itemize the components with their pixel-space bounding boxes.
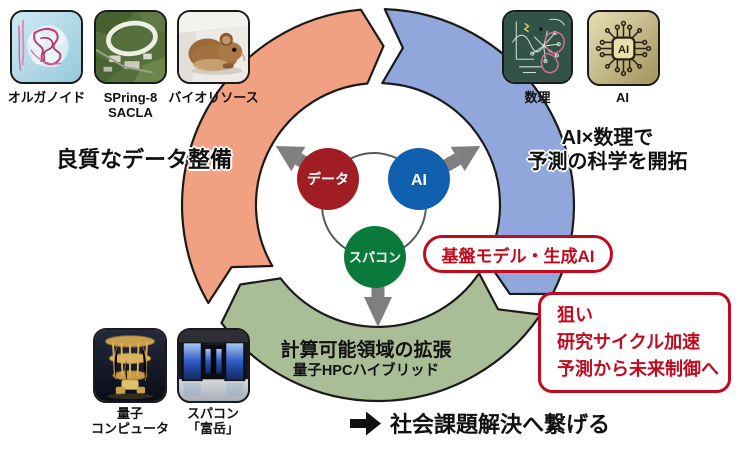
caption-spring8: SPring-8 SACLA	[86, 90, 175, 121]
caption-organoid: オルガノイド	[7, 90, 86, 105]
headline-ai-math-line1: AI×数理で	[561, 127, 654, 149]
conclusion: 社会課題解決へ繋げる	[350, 407, 610, 439]
caption-fugaku: スパコン 「富岳」	[165, 406, 261, 437]
arrow-upleft-icon	[275, 146, 306, 172]
hub-circle-hpc	[344, 226, 406, 288]
headline-quantum-hpc-hybrid: 量子HPCハイブリッド	[292, 363, 440, 379]
fugaku-art	[179, 330, 248, 401]
fugaku-image	[177, 328, 250, 403]
conclusion-text: 社会課題解決へ繋げる	[390, 412, 611, 437]
foundation-model-pill: 基盤モデル・生成AI	[423, 235, 613, 273]
caption-spring8-line2: SACLA	[108, 105, 153, 121]
arc-green-segment	[220, 272, 542, 403]
math-image	[502, 10, 573, 84]
hub-label-ai: AI	[411, 172, 427, 189]
organoid-art	[12, 12, 81, 82]
caption-ai: AI	[616, 90, 629, 105]
hub-label-hpc: スパコン	[349, 250, 401, 265]
headline-ai-math-line2: 予測の科学を開拓	[527, 151, 688, 173]
quantum-computer-image	[93, 328, 167, 403]
arrow-down-icon	[364, 297, 392, 327]
ai-chip-icon: AI	[589, 12, 658, 84]
headline-computable-domain: 計算可能領域の拡張	[280, 340, 452, 361]
bioresource-image	[177, 10, 250, 84]
caption-fugaku-line2: 「富岳」	[186, 421, 239, 437]
spring8-image	[94, 10, 167, 84]
arrow-upright-icon	[450, 146, 481, 172]
chalkboard-art	[504, 12, 571, 82]
caption-spring8-line1: SPring-8	[103, 90, 158, 105]
hub-circle-data	[297, 148, 359, 210]
caption-fugaku-line1: スパコン	[186, 406, 239, 421]
aim-box: 狙い 研究サイクル加速 予測から未来制御へ	[538, 292, 731, 393]
hub-circle-ai	[388, 148, 450, 210]
black-right-arrow-icon	[350, 411, 381, 435]
quantum-art	[95, 330, 165, 401]
aim-title: 狙い	[557, 305, 593, 325]
caption-quantum-line2: コンピュータ	[90, 421, 169, 437]
caption-bioresource: バイオリソース	[168, 90, 259, 105]
caption-quantum-line1: 量子	[116, 406, 143, 421]
spring8-art	[96, 12, 165, 82]
caption-math: 数理	[524, 90, 551, 105]
hub-label-data: データ	[307, 171, 349, 187]
headline-data-preparation: 良質なデータ整備	[55, 147, 232, 172]
aim-line2: 予測から未来制御へ	[557, 359, 719, 379]
caption-quantum: 量子 コンピュータ	[82, 406, 178, 437]
ai-chip-label: AI	[618, 44, 629, 56]
organoid-image	[10, 10, 83, 84]
ai-image: AI	[587, 10, 660, 86]
mouse-art	[179, 12, 248, 82]
aim-line1: 研究サイクル加速	[557, 332, 701, 352]
headline-ai-math: AI×数理で 予測の科学を開拓	[500, 126, 715, 174]
